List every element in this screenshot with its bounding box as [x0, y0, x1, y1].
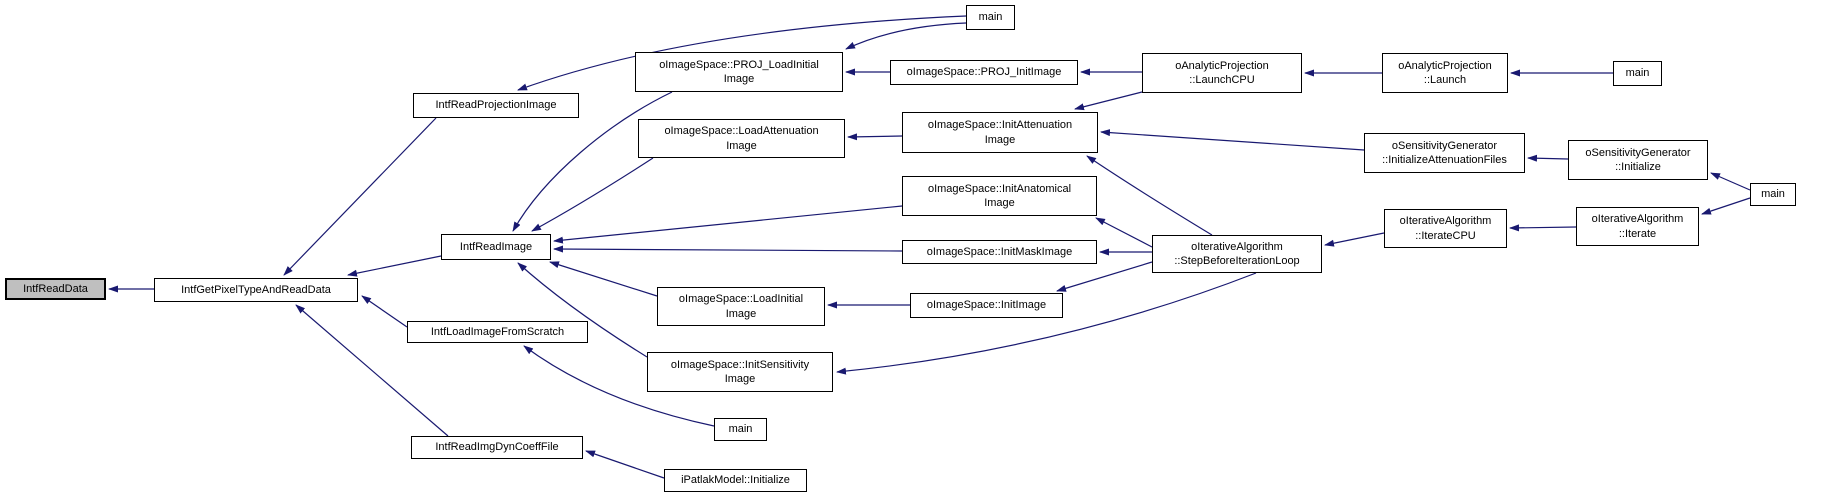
- edge-intf-load-scratch-to-intf-get-pixel: [361, 295, 408, 328]
- edge-step-before-iteration-to-init-image: [1056, 261, 1153, 292]
- node-intf-read-projection[interactable]: IntfReadProjectionImage: [413, 93, 579, 118]
- edge-intf-read-projection-to-intf-get-pixel: [283, 117, 437, 276]
- node-iterate-cpu[interactable]: oIterativeAlgorithm ::IterateCPU: [1384, 209, 1507, 248]
- node-init-mask[interactable]: oImageSpace::InitMaskImage: [902, 240, 1097, 264]
- node-intf-get-pixel[interactable]: IntfGetPixelTypeAndReadData: [154, 278, 358, 302]
- edge-init-sensitivity-to-intf-read-image: [517, 262, 648, 358]
- node-intf-read-data: IntfReadData: [5, 278, 106, 300]
- edge-init-anatomical-to-intf-read-image: [553, 205, 903, 244]
- node-intf-read-dyn-coeff[interactable]: IntfReadImgDynCoeffFile: [411, 436, 583, 459]
- node-proj-load-initial[interactable]: oImageSpace::PROJ_LoadInitial Image: [635, 52, 843, 92]
- node-load-initial[interactable]: oImageSpace::LoadInitial Image: [657, 287, 825, 326]
- node-osens-initialize[interactable]: oSensitivityGenerator ::Initialize: [1568, 140, 1708, 180]
- node-main-bottom[interactable]: main: [714, 418, 767, 441]
- edge-step-before-iteration-to-init-attenuation: [1086, 155, 1213, 236]
- edge-load-initial-to-intf-read-image: [549, 261, 658, 297]
- edge-intf-read-dyn-coeff-to-intf-get-pixel: [295, 304, 449, 437]
- edge-load-attenuation-to-intf-read-image: [531, 157, 654, 232]
- node-init-attenuation[interactable]: oImageSpace::InitAttenuation Image: [902, 112, 1098, 153]
- node-init-sensitivity[interactable]: oImageSpace::InitSensitivity Image: [647, 352, 833, 392]
- node-main-top-right[interactable]: main: [1613, 61, 1662, 86]
- node-init-atten-files[interactable]: oSensitivityGenerator ::InitializeAttenu…: [1364, 133, 1525, 173]
- edge-step-before-iteration-to-init-anatomical: [1095, 217, 1153, 248]
- node-init-image[interactable]: oImageSpace::InitImage: [910, 293, 1063, 318]
- edge-main-bottom-to-intf-load-scratch: [523, 345, 715, 427]
- edge-step-before-iteration-to-init-sensitivity: [836, 272, 1257, 375]
- node-intf-read-image[interactable]: IntfReadImage: [441, 234, 551, 260]
- edge-proj-load-initial-to-intf-read-image: [512, 91, 673, 232]
- edge-intf-read-image-to-intf-get-pixel: [347, 255, 442, 277]
- node-main-right[interactable]: main: [1750, 183, 1796, 206]
- node-step-before-iteration[interactable]: oIterativeAlgorithm ::StepBeforeIteratio…: [1152, 235, 1322, 273]
- node-launch[interactable]: oAnalyticProjection ::Launch: [1382, 53, 1508, 93]
- edge-iterate-cpu-to-step-before-iteration: [1324, 232, 1385, 247]
- edge-init-attenuation-to-load-attenuation: [847, 133, 903, 141]
- node-load-attenuation[interactable]: oImageSpace::LoadAttenuation Image: [638, 119, 845, 158]
- node-ipatlak-initialize[interactable]: iPatlakModel::Initialize: [664, 469, 807, 492]
- edge-iterate-to-iterate-cpu: [1509, 224, 1577, 232]
- edge-launch-cpu-to-init-attenuation: [1074, 91, 1143, 111]
- edge-init-atten-files-to-init-attenuation: [1100, 129, 1365, 151]
- edge-main-top-to-intf-read-projection: [517, 15, 967, 91]
- node-launch-cpu[interactable]: oAnalyticProjection ::LaunchCPU: [1142, 53, 1302, 93]
- node-intf-load-scratch[interactable]: IntfLoadImageFromScratch: [407, 321, 588, 343]
- node-iterate[interactable]: oIterativeAlgorithm ::Iterate: [1576, 207, 1699, 246]
- edge-main-right-to-iterate: [1701, 197, 1751, 215]
- edge-ipatlak-initialize-to-intf-read-dyn-coeff: [585, 450, 665, 479]
- edge-main-top-to-proj-load-initial: [845, 22, 967, 50]
- edge-osens-initialize-to-init-atten-files: [1527, 154, 1569, 162]
- edge-main-right-to-osens-initialize: [1710, 172, 1751, 191]
- edge-init-mask-to-intf-read-image: [553, 245, 903, 253]
- node-main-top[interactable]: main: [966, 5, 1015, 30]
- node-init-anatomical[interactable]: oImageSpace::InitAnatomical Image: [902, 176, 1097, 216]
- node-proj-init-image[interactable]: oImageSpace::PROJ_InitImage: [890, 60, 1078, 85]
